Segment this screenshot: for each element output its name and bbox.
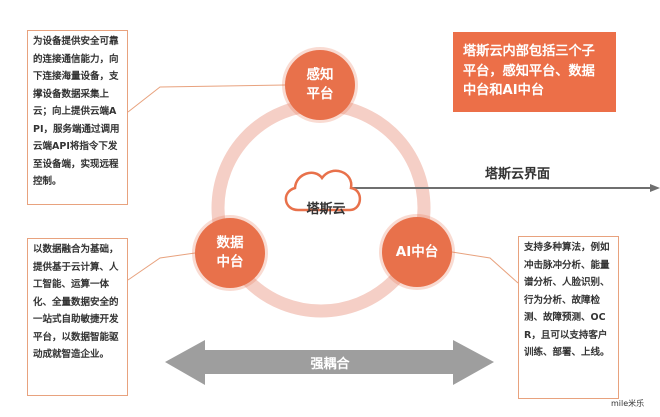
connector-perception (127, 84, 286, 113)
interface-arrowhead (650, 184, 660, 192)
cloud-outline (284, 169, 362, 212)
interface-label: 塔斯云界面 (485, 167, 551, 182)
data-platform-description: 以数据融合为基础，提供基于云计算、人工智能、运算一体化、全量数据安全的一站式自助… (27, 238, 128, 396)
perception-platform-node: 感知 平台 (285, 50, 355, 120)
headline-box: 塔斯云内部包括三个子平台，感知平台、数据中台和AI中台 (453, 32, 616, 112)
connector-ai (451, 251, 519, 284)
data-platform-node: 数据 中台 (195, 218, 265, 288)
coupling-label: 强耦合 (310, 357, 350, 372)
ai-platform-description: 支持多种算法，例如冲击脉冲分析、能量谱分析、人脸识别、行为分析、故障检测、故障预… (518, 236, 619, 399)
ai-platform-node: AI中台 (382, 217, 452, 287)
coupling-arrow (165, 340, 494, 385)
watermark: mile米乐 (611, 399, 645, 408)
cloud-label: 塔斯云 (306, 202, 346, 217)
perception-platform-description: 为设备提供安全可靠的连接通信能力，向下连接海量设备，支撑设备数据采集上云；向上提… (27, 30, 128, 205)
connector-data (127, 252, 196, 281)
